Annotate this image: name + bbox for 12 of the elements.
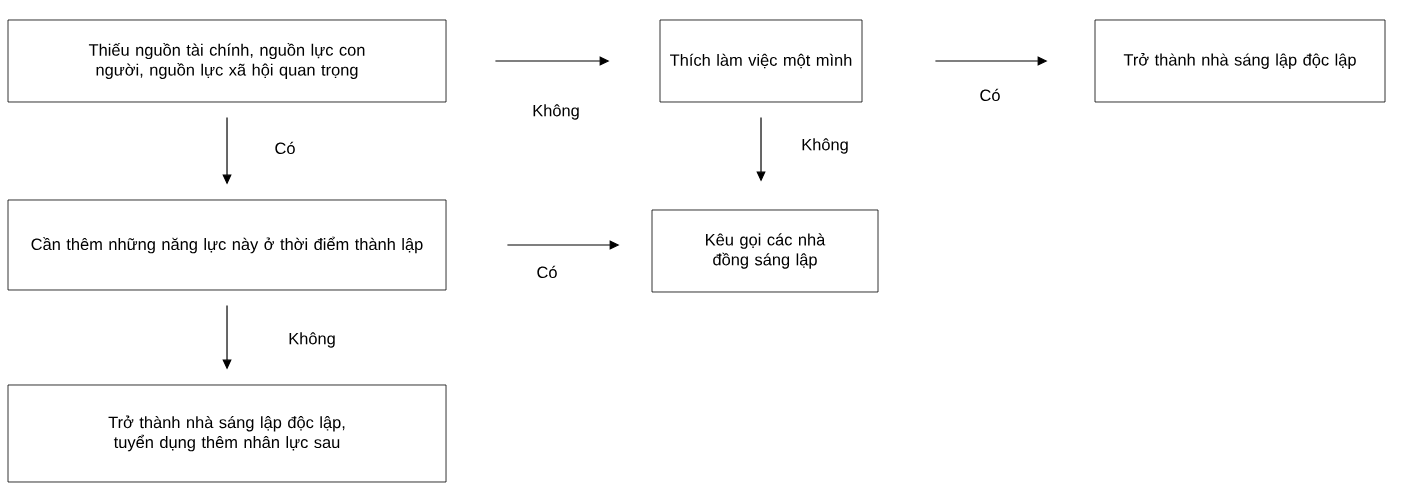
process-box: Trở thành nhà sáng lập độc lập, tuyển dụng thêm nhân lực sau [7, 384, 447, 483]
edge-label: Không [531, 103, 581, 121]
edge-label: Không [287, 331, 337, 349]
process-box: Thiếu nguồn tài chính, nguồn lực con người, nguồn lực xã hội quan trọng [7, 19, 447, 103]
process-box: Kêu gọi các nhà đồng sáng lập [651, 209, 879, 293]
process-box: Thích làm việc một mình [659, 19, 863, 103]
edge-label: Có [535, 264, 559, 280]
edge-label: Có [273, 140, 297, 156]
edge-label: Không [800, 137, 850, 155]
process-box: Trở thành nhà sáng lập độc lập [1094, 19, 1386, 103]
process-box: Cần thêm những năng lực này ở thời điểm thành lập [7, 199, 447, 291]
edge-label: Có [978, 87, 1002, 103]
